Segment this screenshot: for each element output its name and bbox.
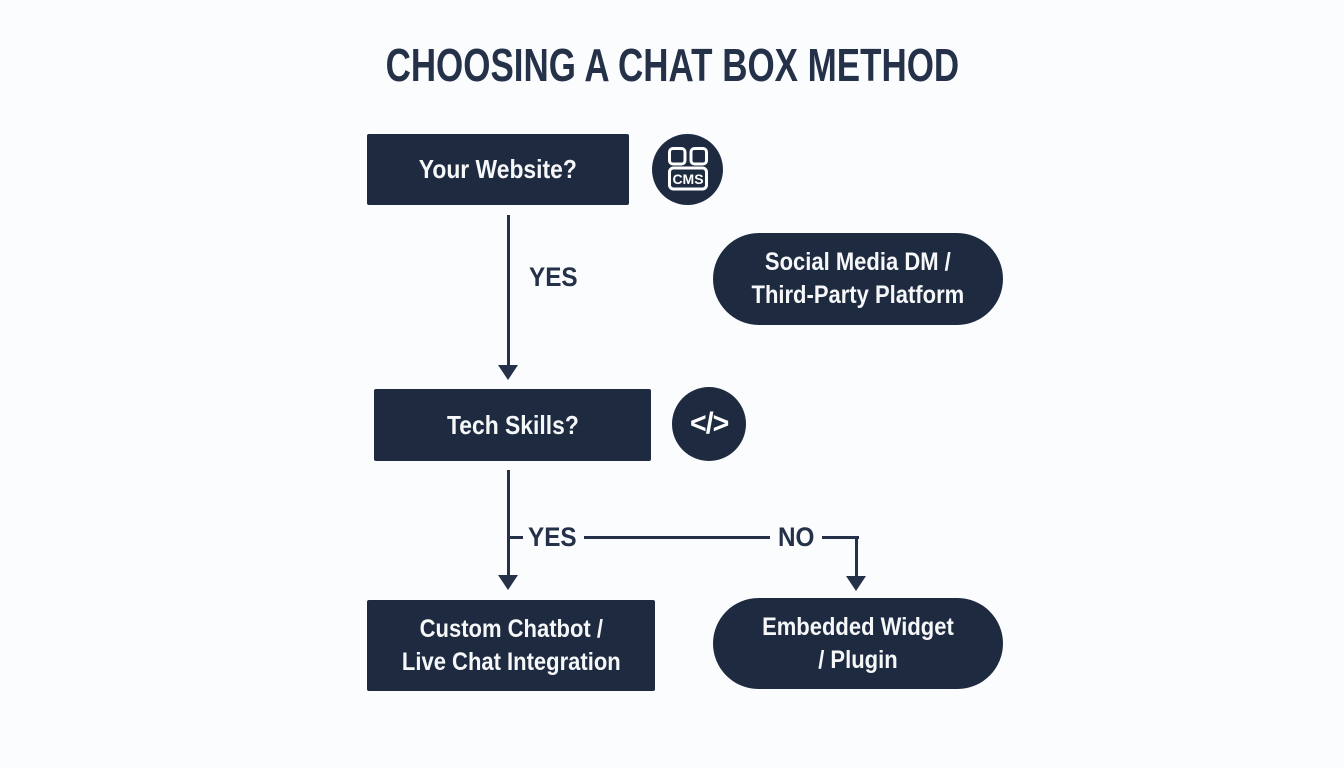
- node-social-media-dm: Social Media DM / Third-Party Platform: [713, 233, 1003, 325]
- cms-icon: CMS: [652, 134, 723, 205]
- node-your-website: Your Website?: [367, 134, 629, 205]
- cms-icon-glyph: CMS: [667, 147, 708, 191]
- connector-q2-no-right: [822, 536, 859, 539]
- connector-q2-yes: [507, 470, 510, 576]
- connector-q2-no-mid: [584, 536, 770, 539]
- label-yes-2: YES: [528, 522, 577, 552]
- node-tech-skills: Tech Skills?: [374, 389, 651, 461]
- node-embedded-widget: Embedded Widget / Plugin: [713, 598, 1003, 689]
- node-embedded-widget-line1: Embedded Widget: [762, 612, 954, 641]
- connector-q2-no-down: [855, 536, 858, 577]
- node-social-media-line1: Social Media DM /: [765, 248, 951, 276]
- diagram-title-text: CHOOSING A CHAT BOX METHOD: [385, 39, 959, 91]
- node-embedded-widget-line2: / Plugin: [818, 645, 898, 674]
- arrowhead-q2-yes: [498, 575, 518, 590]
- code-icon: </>: [672, 387, 746, 461]
- label-yes-1: YES: [529, 262, 578, 292]
- label-no: NO: [778, 522, 815, 552]
- arrowhead-q1-yes: [498, 365, 518, 380]
- connector-q2-yes-tick: [509, 536, 523, 539]
- cms-icon-text: CMS: [672, 171, 703, 187]
- diagram-title: CHOOSING A CHAT BOX METHOD: [0, 38, 1344, 92]
- node-custom-chatbot: Custom Chatbot / Live Chat Integration: [367, 600, 655, 691]
- arrowhead-q2-no: [846, 576, 866, 591]
- node-custom-chatbot-line2: Live Chat Integration: [401, 647, 621, 676]
- connector-q1-yes: [507, 215, 510, 366]
- code-icon-glyph: </>: [689, 407, 729, 440]
- node-custom-chatbot-line1: Custom Chatbot /: [419, 614, 603, 643]
- node-tech-skills-label: Tech Skills?: [446, 409, 579, 440]
- node-social-media-line2: Third-Party Platform: [751, 281, 965, 309]
- node-your-website-label: Your Website?: [418, 154, 578, 184]
